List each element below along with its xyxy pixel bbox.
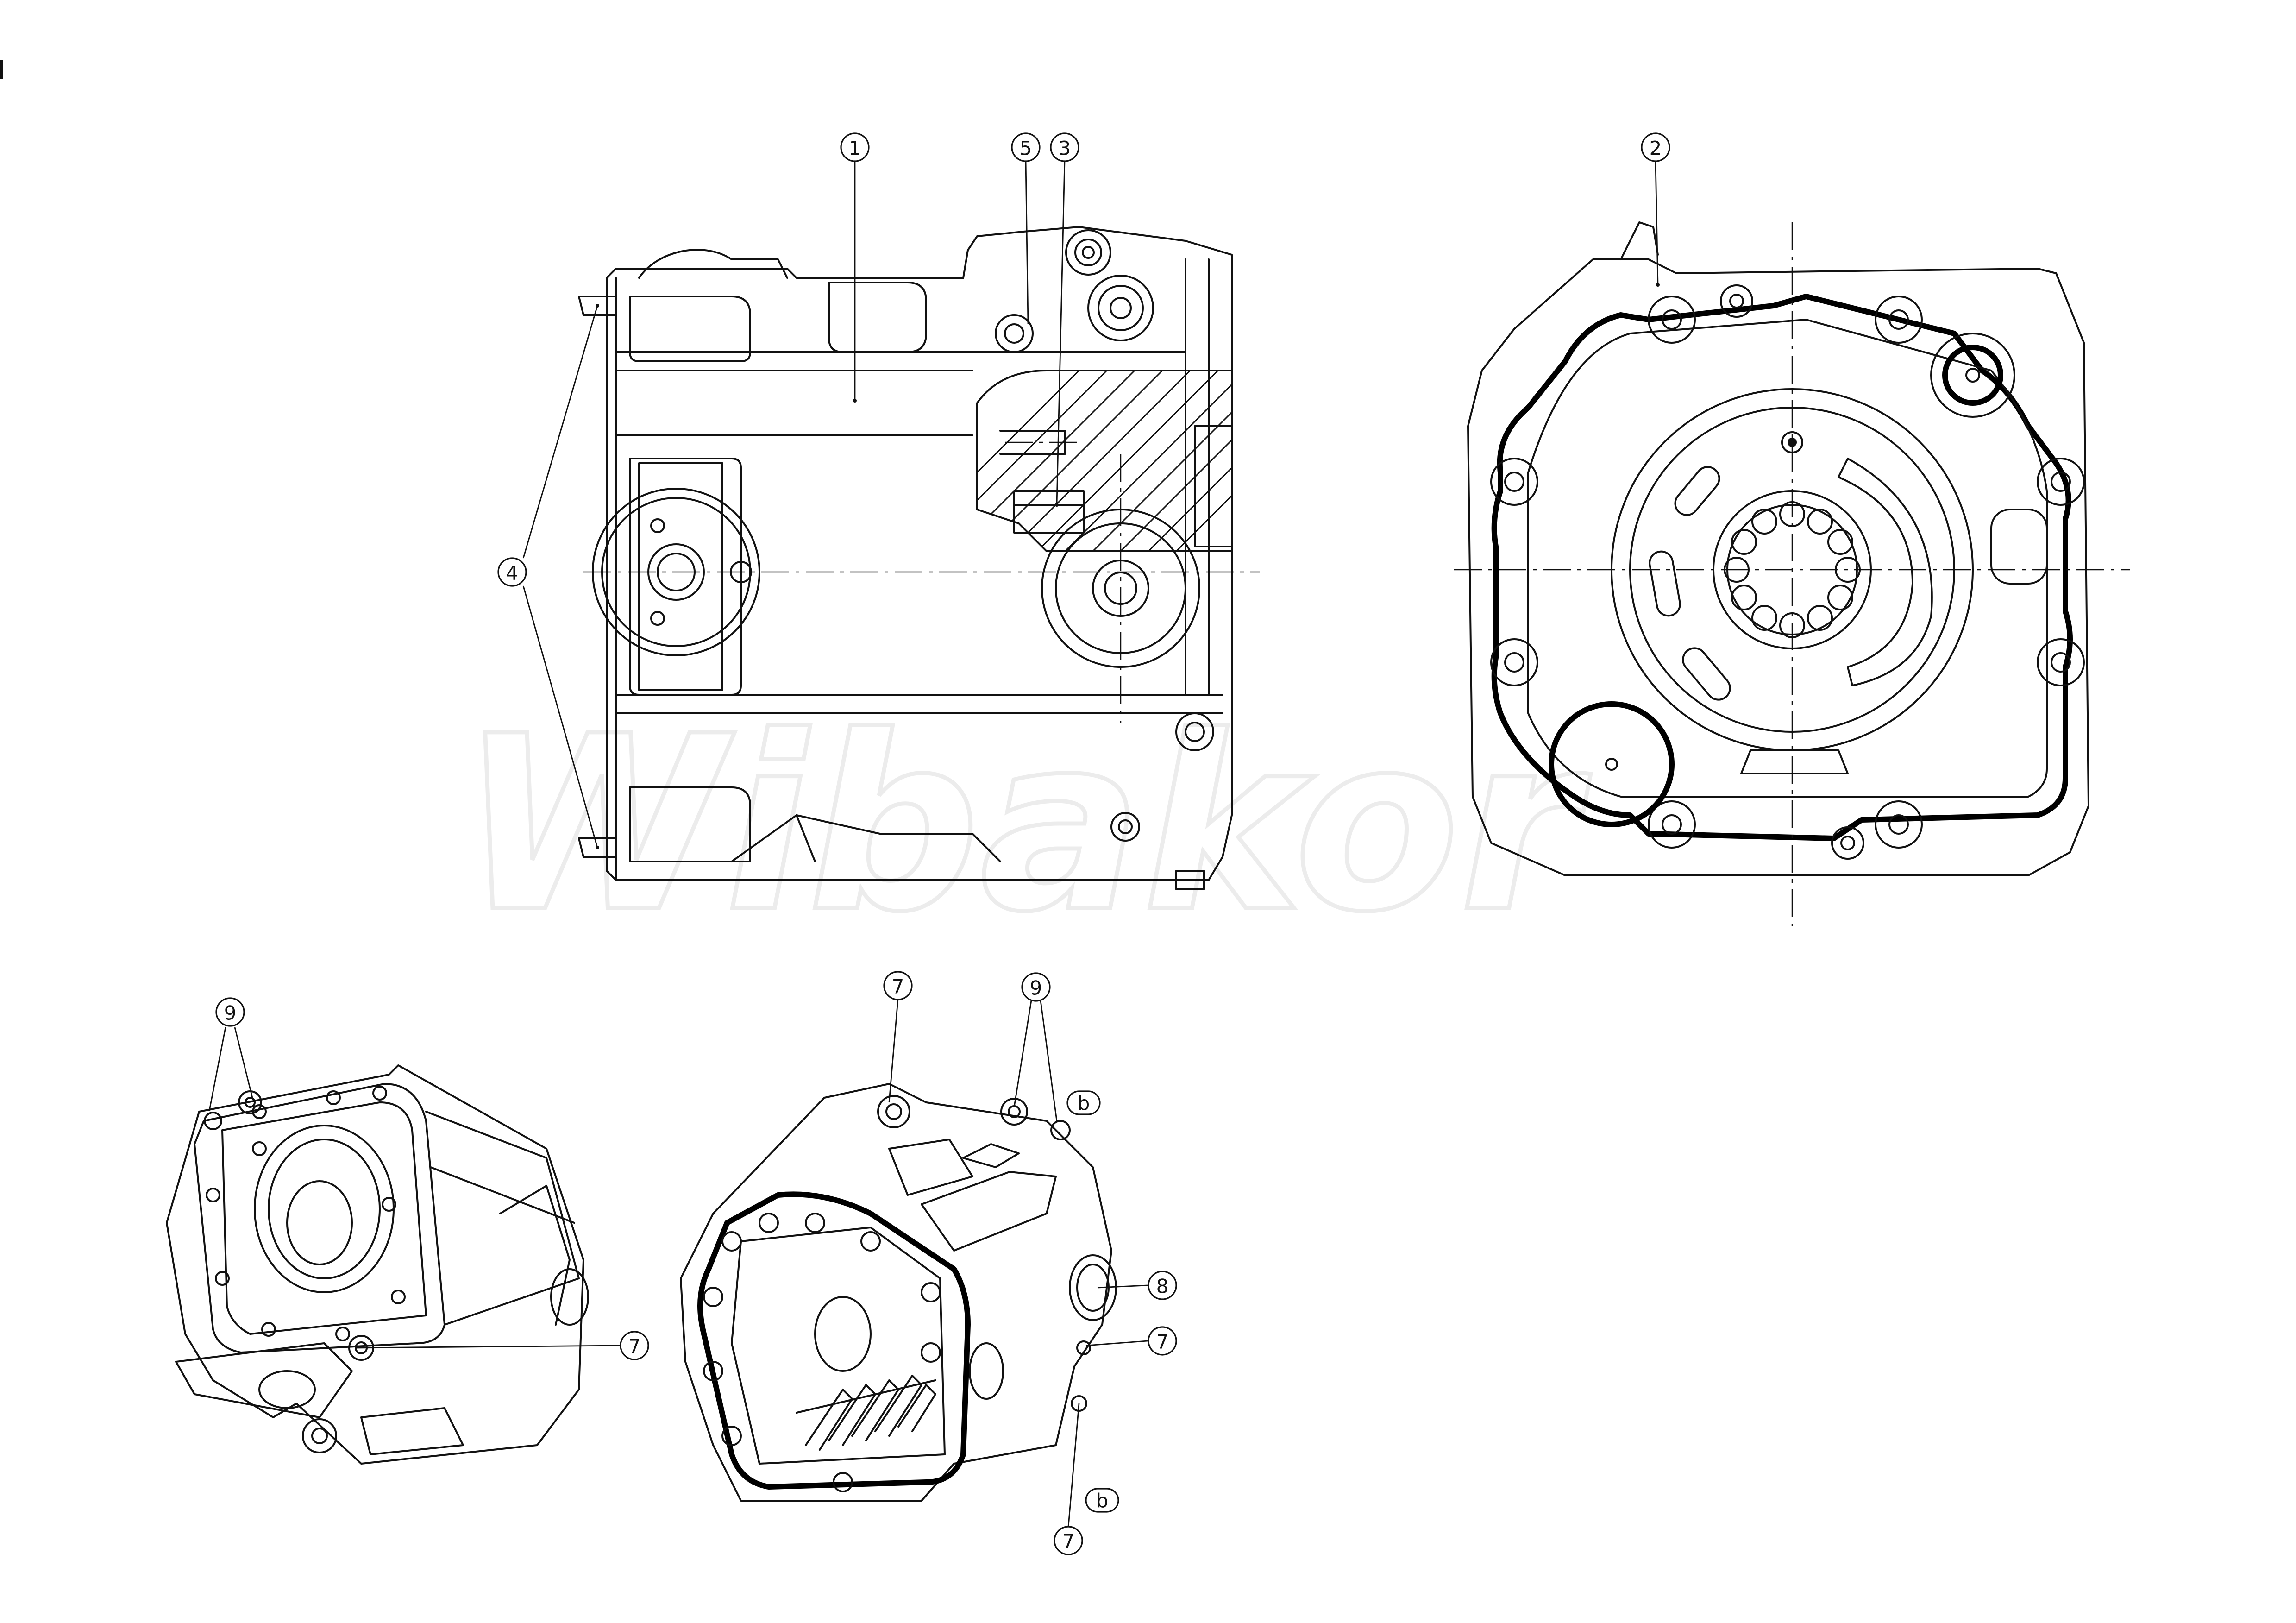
callout-4-label: 4 bbox=[506, 562, 519, 585]
callout-3-label: 3 bbox=[1059, 137, 1071, 160]
side-view bbox=[578, 226, 1260, 890]
iso1-bolts bbox=[204, 1086, 406, 1341]
iso-view-2 bbox=[680, 1083, 1117, 1502]
watermark-logo: Wibakor bbox=[458, 682, 1593, 967]
flange-bolts bbox=[1490, 284, 2085, 860]
callout-8-label: 8 bbox=[1156, 1275, 1169, 1298]
iso2-rib-grid bbox=[796, 1375, 936, 1451]
callout-7-iso2-top: 7 bbox=[883, 971, 913, 1000]
callout-8: 8 bbox=[1148, 1271, 1177, 1300]
callout-7-iso2-right: 7 bbox=[1148, 1326, 1177, 1356]
callout-2-label: 2 bbox=[1650, 137, 1662, 160]
front-view bbox=[1454, 221, 2130, 926]
callout-7-iso2-top-label: 7 bbox=[892, 975, 904, 998]
callout-3: 3 bbox=[1050, 132, 1079, 162]
callout-b-bottom: b bbox=[1085, 1488, 1119, 1513]
callout-9-iso2-label: 9 bbox=[1030, 977, 1042, 1000]
callout-9-iso1-label: 9 bbox=[224, 1002, 237, 1025]
callout-1: 1 bbox=[840, 132, 870, 162]
iso2-bolts bbox=[703, 1213, 941, 1492]
callout-5-label: 5 bbox=[1020, 137, 1032, 160]
callout-7-iso1-label: 7 bbox=[628, 1335, 641, 1358]
callout-7-iso2-bottom: 7 bbox=[1054, 1526, 1083, 1555]
sheet-edge-tick bbox=[0, 60, 3, 79]
callout-9-iso1: 9 bbox=[215, 997, 245, 1027]
callout-4: 4 bbox=[497, 557, 527, 587]
callout-1-label: 1 bbox=[849, 137, 861, 160]
callout-7-iso2-bottom-label: 7 bbox=[1062, 1530, 1075, 1553]
callout-7-iso1: 7 bbox=[620, 1331, 649, 1360]
callout-2: 2 bbox=[1641, 132, 1670, 162]
callout-b-top-label: b bbox=[1078, 1092, 1090, 1115]
iso-view-1 bbox=[166, 1064, 589, 1465]
callout-5: 5 bbox=[1011, 132, 1041, 162]
leader-lines bbox=[208, 160, 1660, 1527]
callout-9-iso2: 9 bbox=[1021, 972, 1051, 1002]
callout-b-bottom-label: b bbox=[1096, 1490, 1109, 1512]
watermark-text: Wibakor bbox=[459, 684, 1591, 965]
callout-7-iso2-right-label: 7 bbox=[1156, 1331, 1169, 1353]
callout-b-top: b bbox=[1066, 1090, 1101, 1115]
